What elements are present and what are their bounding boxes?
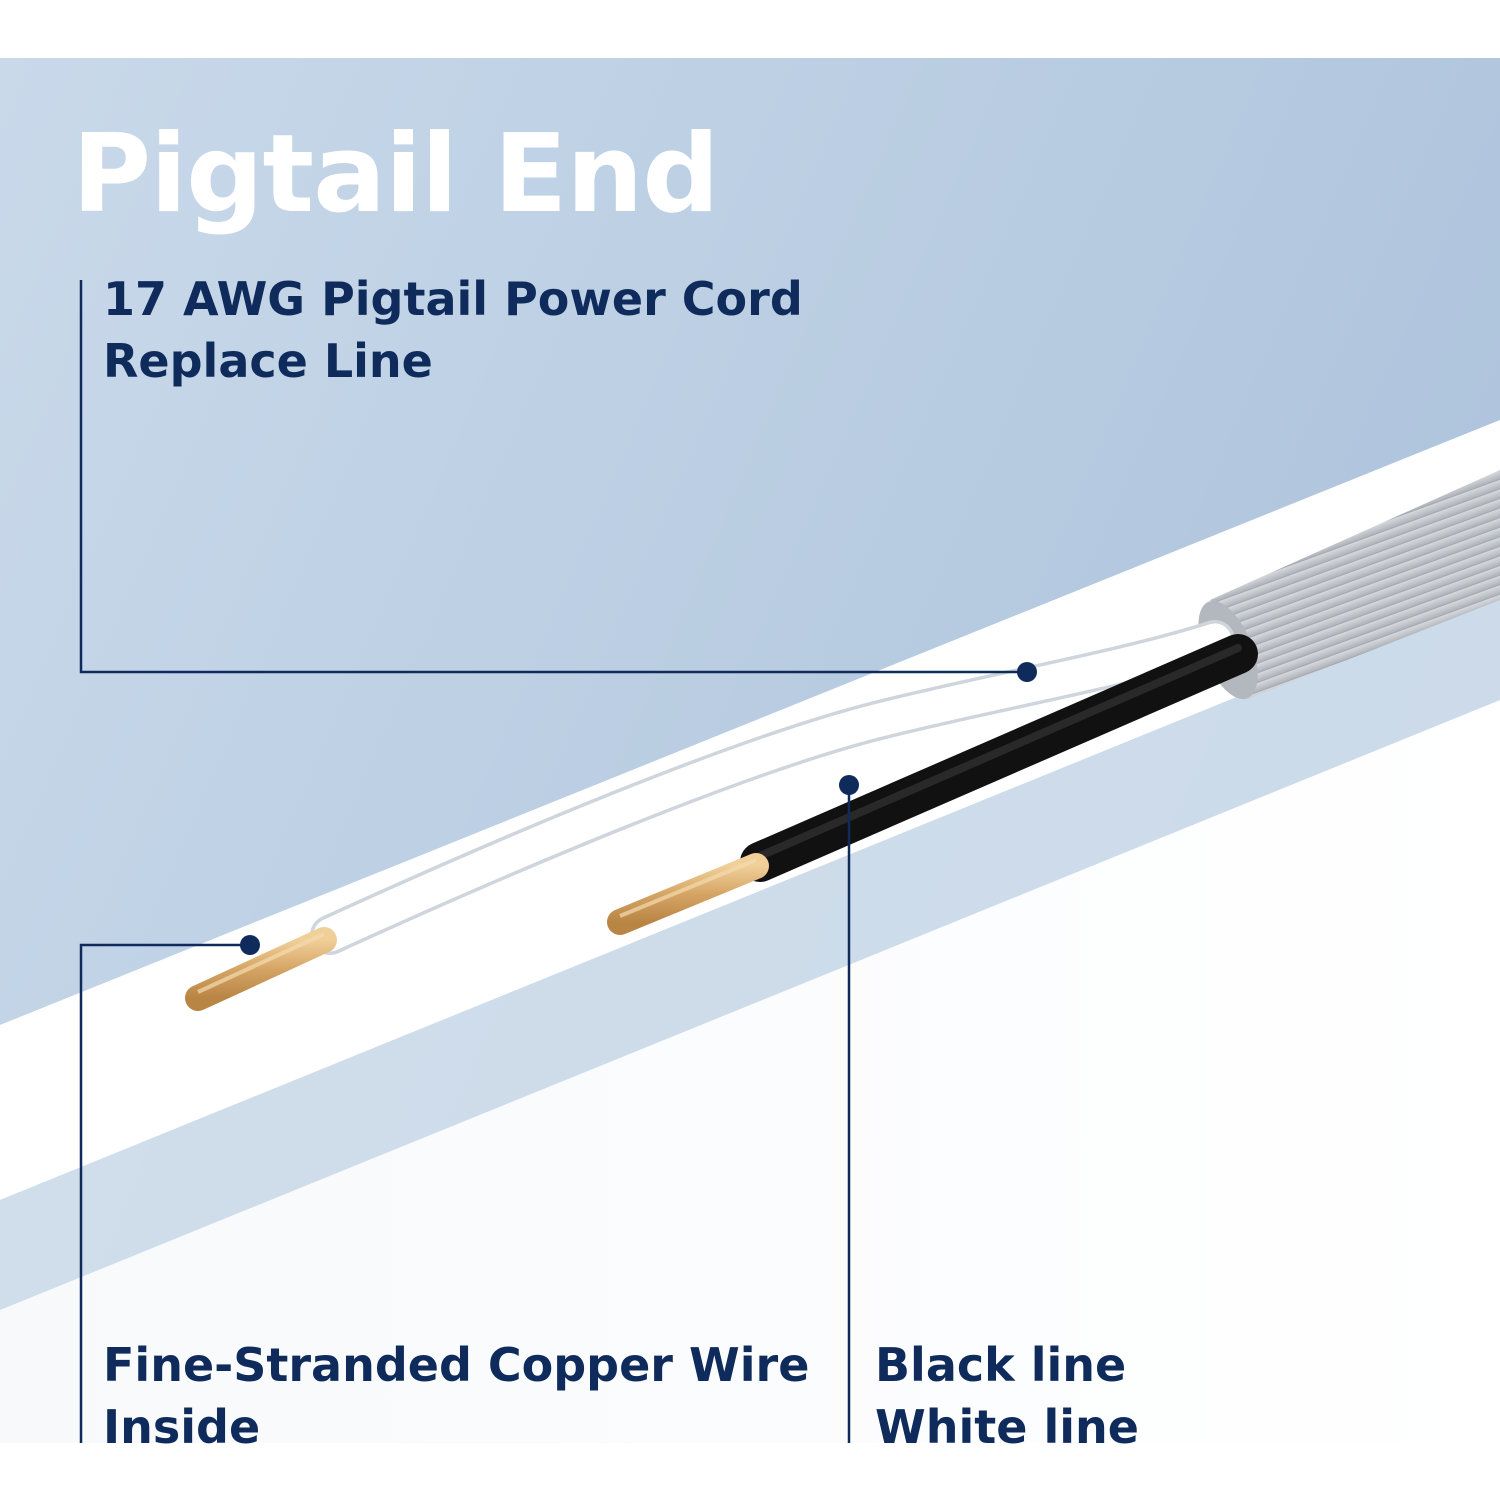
callout-dot-lines bbox=[839, 775, 859, 795]
callout-lines bbox=[79, 280, 1027, 1443]
callout-lines-label: Black line White line bbox=[875, 1334, 1139, 1458]
white-wire bbox=[310, 620, 1235, 955]
callout-copper-line2: Inside bbox=[103, 1400, 261, 1454]
copper-strand-white bbox=[185, 927, 337, 1011]
top-margin bbox=[0, 0, 1500, 58]
bottom-margin bbox=[0, 1443, 1500, 1500]
callout-lines-line2: White line bbox=[875, 1400, 1139, 1454]
diagonal-stripe-upper bbox=[0, 420, 1500, 1200]
diagonal-stripe-lower bbox=[0, 700, 1500, 1443]
diagonal-band bbox=[0, 590, 1500, 1310]
page-title: Pigtail End bbox=[72, 112, 720, 237]
callout-copper-line1: Fine-Stranded Copper Wire bbox=[103, 1338, 810, 1392]
copper-strand-black bbox=[607, 853, 769, 935]
black-wire bbox=[740, 634, 1258, 882]
callout-dot-copper bbox=[240, 935, 260, 955]
callout-cord-label: 17 AWG Pigtail Power Cord Replace Line bbox=[103, 268, 803, 392]
callout-lines-line1: Black line bbox=[875, 1338, 1127, 1392]
callout-dot-cord bbox=[1017, 662, 1037, 682]
callout-copper-label: Fine-Stranded Copper Wire Inside bbox=[103, 1334, 809, 1458]
callout-cord-line1: 17 AWG Pigtail Power Cord bbox=[103, 272, 803, 326]
callout-cord-line2: Replace Line bbox=[103, 334, 433, 388]
